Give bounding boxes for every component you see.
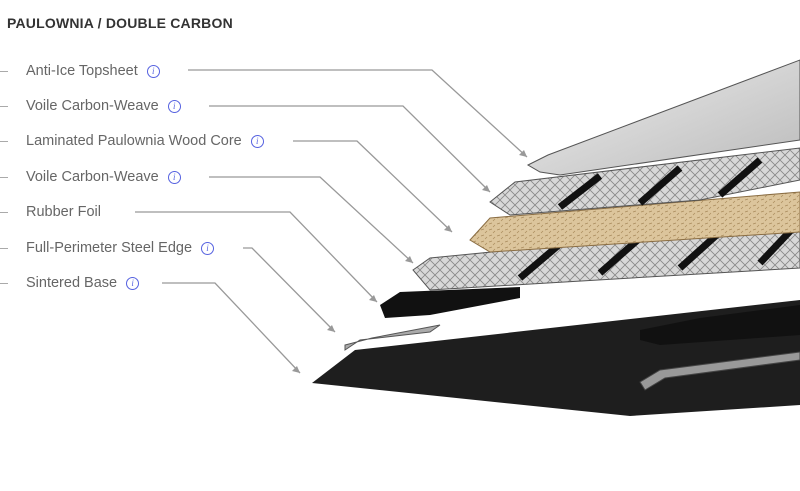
divider xyxy=(0,70,8,72)
layer-label: Sintered Base xyxy=(26,275,118,291)
info-icon[interactable]: i xyxy=(167,99,181,113)
info-icon[interactable]: i xyxy=(201,241,215,255)
steel-edge-layer xyxy=(344,324,800,391)
divider xyxy=(0,105,8,107)
construction-title: PAULOWNIA / DOUBLE CARBON xyxy=(7,15,233,31)
layer-label: Anti-Ice Topsheet xyxy=(26,63,138,79)
leader-lines xyxy=(135,69,528,374)
rubber-foil-layer xyxy=(380,287,800,345)
layer-item: Sintered Base i xyxy=(0,273,140,293)
layer-item: Voile Carbon-Weave i xyxy=(0,167,181,187)
layer-label: Full-Perimeter Steel Edge xyxy=(26,240,193,256)
layer-label: Laminated Paulownia Wood Core xyxy=(26,133,242,149)
layer-label: Voile Carbon-Weave xyxy=(26,98,159,114)
layer-item: Rubber Foil xyxy=(0,202,101,222)
divider xyxy=(0,211,8,213)
info-icon[interactable]: i xyxy=(167,170,181,184)
info-icon[interactable]: i xyxy=(146,64,160,78)
info-icon[interactable]: i xyxy=(250,134,264,148)
divider xyxy=(0,176,8,178)
divider xyxy=(0,282,8,284)
layer-item: Voile Carbon-Weave i xyxy=(0,96,181,116)
layer-item: Full-Perimeter Steel Edge i xyxy=(0,238,215,258)
layer-label: Rubber Foil xyxy=(26,204,101,220)
layer-item: Laminated Paulownia Wood Core i xyxy=(0,131,264,151)
topsheet-layer xyxy=(526,59,800,176)
carbon-weave-layer-lower xyxy=(412,221,800,291)
info-icon[interactable]: i xyxy=(126,276,140,290)
divider xyxy=(0,140,8,142)
divider xyxy=(0,247,8,249)
layer-item: Anti-Ice Topsheet i xyxy=(0,61,160,81)
layer-label: Voile Carbon-Weave xyxy=(26,169,159,185)
wood-core-layer xyxy=(469,191,800,253)
